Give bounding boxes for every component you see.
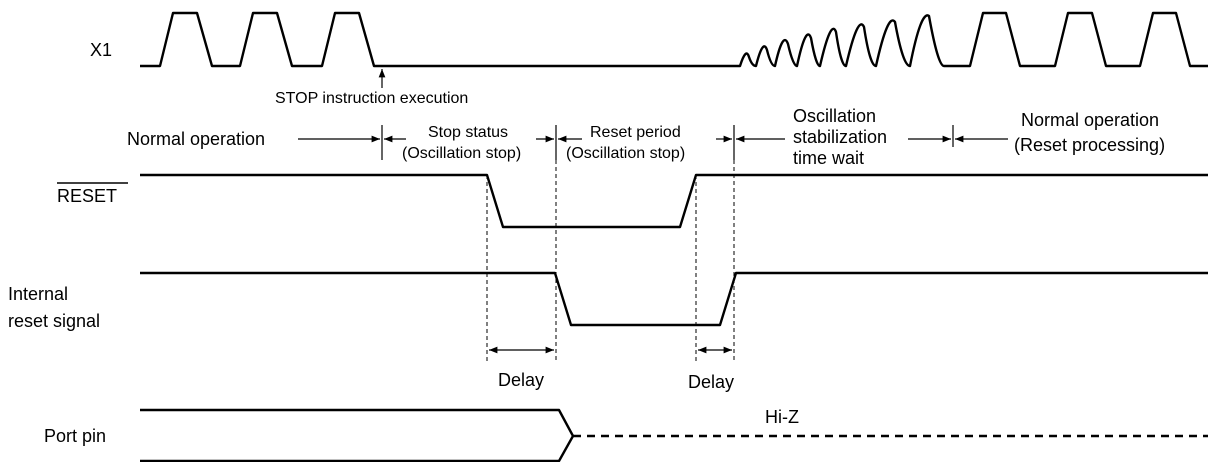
stop-instruction-label: STOP instruction execution <box>275 90 468 107</box>
phase-normal-reset-line2: (Reset processing) <box>1014 135 1165 155</box>
internal-reset-waveform <box>140 271 1208 327</box>
phase-reset-period-line1: Reset period <box>590 124 681 141</box>
port-pin-waveform <box>140 408 575 462</box>
phase-osc-wait-line2: stabilization <box>793 127 887 147</box>
x1-signal-label: X1 <box>90 40 112 60</box>
internal-reset-label-line2: reset signal <box>8 311 100 331</box>
phase-osc-wait-line3: time wait <box>793 148 864 168</box>
reset-waveform <box>140 173 1208 229</box>
delay-label-2: Delay <box>688 372 734 392</box>
phase-stop-status-line1: Stop status <box>428 124 508 141</box>
port-pin-label: Port pin <box>44 426 106 446</box>
reset-signal-label: RESET <box>57 182 128 206</box>
reset-label-text: RESET <box>57 186 117 206</box>
phase-reset-period-line2: (Oscillation stop) <box>566 145 685 162</box>
phase-stop-status-line2: (Oscillation stop) <box>402 145 521 162</box>
hi-z-label: Hi-Z <box>765 407 799 427</box>
internal-reset-label-line1: Internal <box>8 284 68 304</box>
phase-osc-wait-line1: Oscillation <box>793 106 876 126</box>
x1-waveform <box>140 11 1208 68</box>
delay-label-1: Delay <box>498 370 544 390</box>
phase-normal-operation: Normal operation <box>127 129 265 149</box>
phase-normal-reset-line1: Normal operation <box>1021 110 1159 130</box>
